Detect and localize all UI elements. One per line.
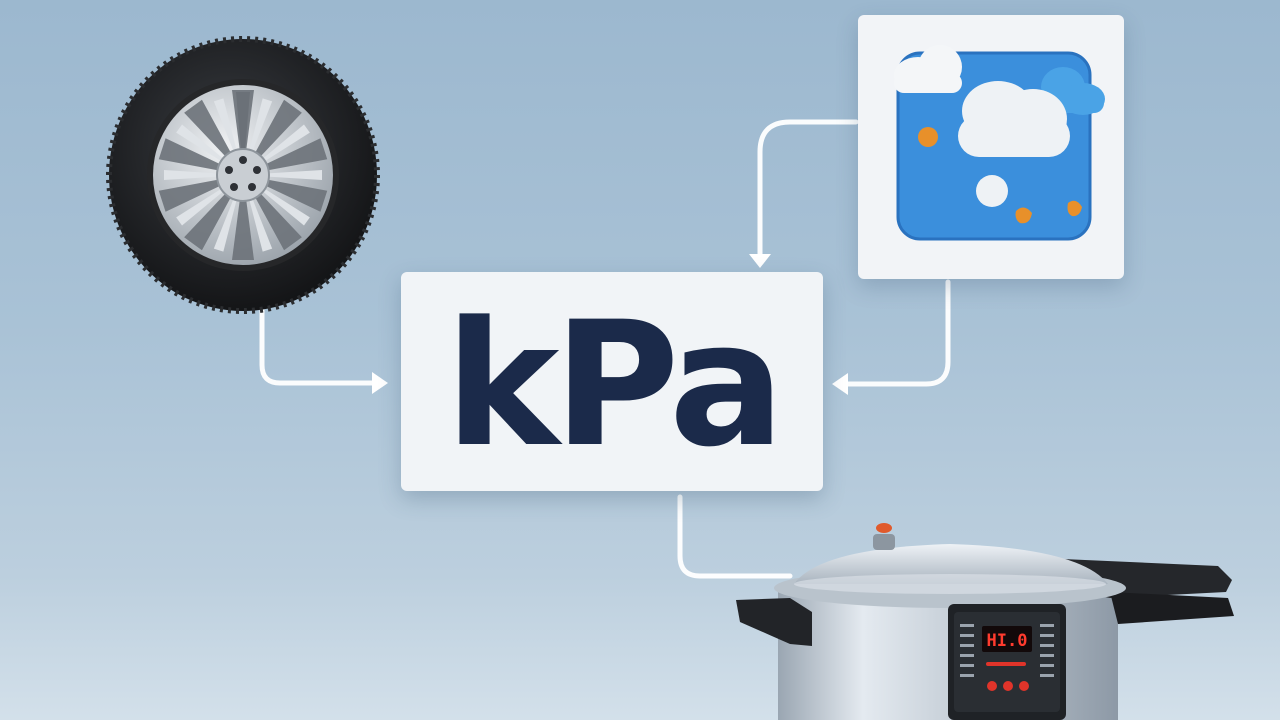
kpa-unit-box: kPa <box>401 272 823 491</box>
arrowhead-weather-side <box>832 373 848 395</box>
arrowhead-weather-top <box>749 254 771 268</box>
connector-weather-to-kpa-top <box>757 119 859 261</box>
cooker-display-readout: HI.0 <box>987 631 1028 651</box>
connector-kpa-to-cooker <box>677 494 793 579</box>
kpa-label: kPa <box>445 283 785 485</box>
connector-tire-to-kpa <box>259 307 381 386</box>
arrowhead-tire <box>372 372 388 394</box>
connector-weather-to-kpa-side <box>839 279 951 387</box>
weather-card <box>858 15 1124 279</box>
weather-cloud-icon <box>894 45 1105 241</box>
